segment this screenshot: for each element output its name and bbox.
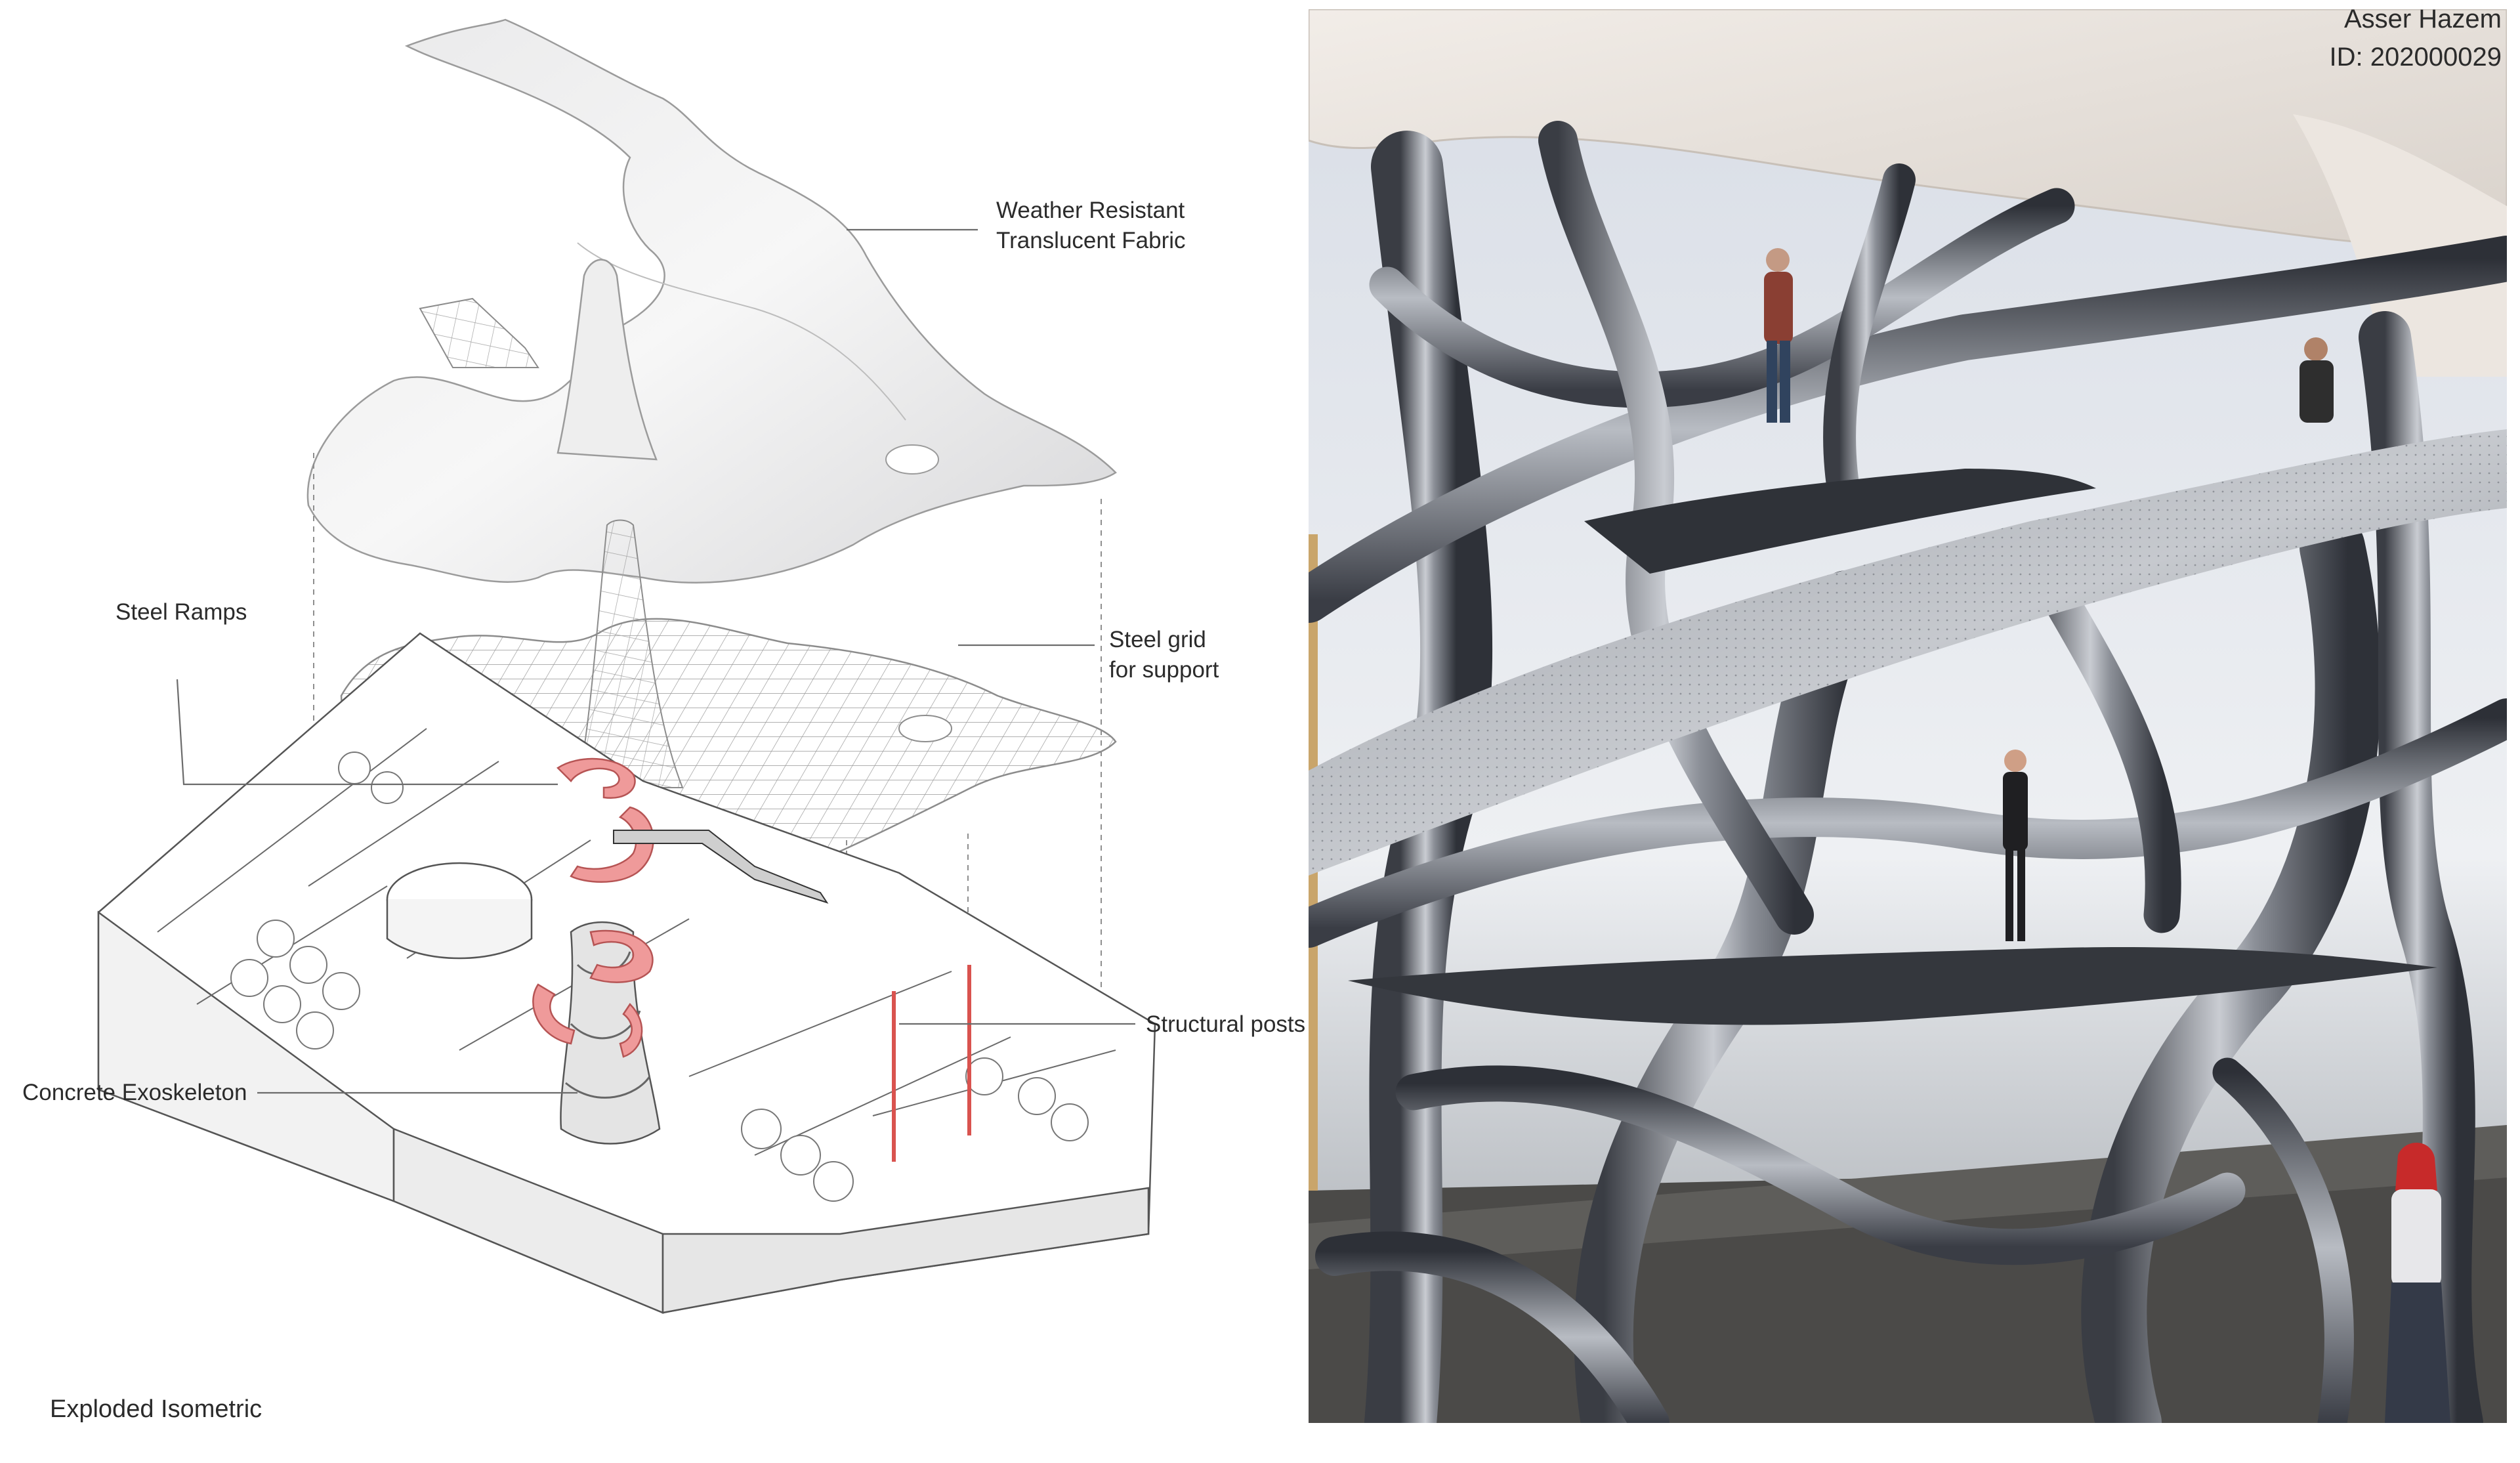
label-steel-grid: Steel grid for support	[1109, 625, 1219, 685]
label-structural-posts: Structural posts	[1146, 1011, 1306, 1037]
structural-posts	[892, 965, 971, 1162]
label-fabric: Weather Resistant Translucent Fabric	[996, 196, 1186, 256]
steel-ramps	[532, 757, 654, 1058]
render-panel	[1309, 9, 2507, 1423]
lower-platform	[1348, 947, 2437, 1025]
upper-platform	[1584, 469, 2096, 574]
stair	[613, 830, 829, 904]
fabric-layer	[306, 18, 1117, 583]
person-ground-red-scarf	[2385, 1142, 2450, 1423]
label-fabric-line2: Translucent Fabric	[996, 228, 1186, 253]
author-block: Asser Hazem ID: 202000029	[2330, 0, 2502, 76]
caption-exploded-isometric: Exploded Isometric	[50, 1395, 262, 1423]
isometric-drawing	[97, 18, 1156, 1314]
label-steel-grid-line2: for support	[1109, 657, 1219, 683]
interior-render	[1309, 9, 2507, 1423]
person-upper-right	[2300, 337, 2334, 423]
person-lower-platform	[2003, 750, 2028, 941]
person-upper-left	[1764, 248, 1793, 423]
leader-lines	[176, 228, 1135, 1094]
author-id: ID: 202000029	[2329, 43, 2502, 72]
people	[1764, 248, 2450, 1423]
label-steel-grid-line1: Steel grid	[1109, 627, 1206, 652]
label-steel-ramps: Steel Ramps	[116, 599, 247, 625]
exploded-isometric-panel: Weather Resistant Translucent Fabric Ste…	[22, 18, 1306, 1423]
author-name: Asser Hazem	[2343, 5, 2502, 33]
label-concrete-exoskeleton: Concrete Exoskeleton	[22, 1080, 247, 1105]
label-fabric-line1: Weather Resistant	[996, 198, 1185, 223]
